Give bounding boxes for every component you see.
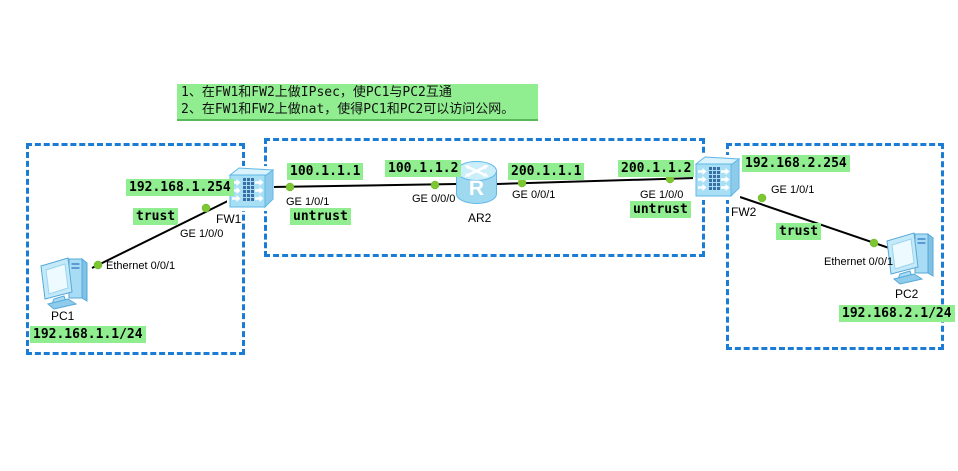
ip-label-pc1[interactable]: 192.168.1.1/24 [30,326,146,343]
ip-label-fw1-outside[interactable]: 100.1.1.1 [287,163,364,180]
zone-label-fw2-trust[interactable]: trust [776,223,822,240]
firewall-icon-fw2[interactable] [693,155,740,200]
device-label-pc1[interactable]: PC1 [51,309,75,323]
link-pc1-fw1[interactable] [91,193,243,269]
port-label-fw1-ge101: GE 1/0/1 [286,196,330,208]
link-endpoint-dot-ar2-ge000 [430,180,440,190]
zone-label-fw1-untrust[interactable]: untrust [290,208,351,225]
device-label-ar2[interactable]: AR2 [468,211,492,225]
annotation-line-2: 2、在FW1和FW2上做nat，使得PC1和PC2可以访问公网。 [181,102,515,117]
zone-box-left-trust[interactable] [26,143,245,355]
ip-label-ar2-right[interactable]: 200.1.1.1 [508,163,585,180]
link-endpoint-dot-pc2-eth [869,238,879,248]
pc-icon-pc2[interactable] [884,229,938,285]
ip-label-fw2-outside[interactable]: 200.1.1.2 [618,160,695,177]
port-label-ar2-ge000: GE 0/0/0 [412,193,456,205]
ip-label-fw1-inside[interactable]: 192.168.1.254 [126,179,234,196]
link-endpoint-dot-fw1-ge100 [201,203,211,213]
link-ar2-fw2[interactable] [496,177,696,185]
ip-label-ar2-left[interactable]: 100.1.1.2 [385,160,462,177]
pc-icon-pc1[interactable] [38,254,92,310]
ip-label-fw2-inside[interactable]: 192.168.2.254 [742,155,850,172]
port-label-pc2-ethernet: Ethernet 0/0/1 [824,256,894,268]
zone-label-fw2-untrust[interactable]: untrust [630,201,691,218]
zone-box-right-trust[interactable] [726,143,944,350]
link-fw1-ar2[interactable] [271,183,457,188]
device-label-fw1[interactable]: FW1 [216,212,242,226]
port-label-fw2-ge100: GE 1/0/0 [640,189,684,201]
firewall-icon-fw1[interactable] [227,166,274,211]
ip-label-pc2[interactable]: 192.168.2.1/24 [839,305,955,322]
port-label-fw2-ge101: GE 1/0/1 [771,184,815,196]
link-endpoint-dot-fw1-ge101 [285,182,295,192]
device-label-pc2[interactable]: PC2 [895,287,919,301]
link-endpoint-dot-fw2-ge101 [757,193,767,203]
port-label-pc1-ethernet: Ethernet 0/0/1 [106,260,176,272]
annotation-line-1: 1、在FW1和FW2上做IPsec，使PC1与PC2互通 [181,85,452,100]
router-icon-ar2[interactable]: R [454,159,499,206]
router-glyph: R [469,177,484,200]
annotation-note[interactable]: 1、在FW1和FW2上做IPsec，使PC1与PC2互通 2、在FW1和FW2上… [177,84,538,121]
link-endpoint-dot-ar2-ge001 [517,178,527,188]
link-endpoint-dot-pc1-eth [93,260,103,270]
port-label-fw1-ge100: GE 1/0/0 [180,228,224,240]
port-label-ar2-ge001: GE 0/0/1 [512,189,556,201]
zone-label-fw1-trust[interactable]: trust [133,208,179,225]
device-label-fw2[interactable]: FW2 [731,205,757,219]
